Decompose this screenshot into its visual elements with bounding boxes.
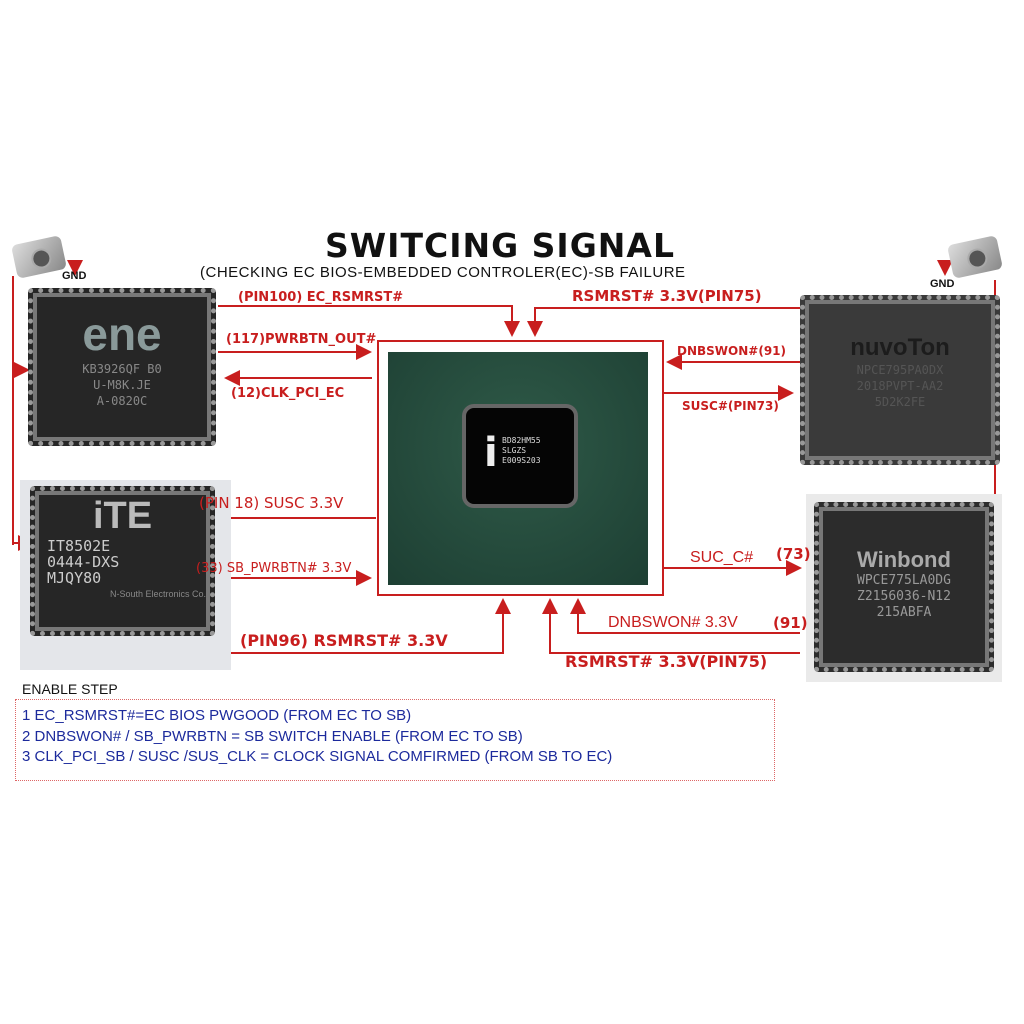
winbond-chip-photo: Winbond WPCE775LA0DG Z2156036-N12 215ABF… [806,494,1002,682]
enable-step-item: 3 CLK_PCI_SB / SUSC /SUS_CLK = CLOCK SIG… [22,748,613,765]
enable-step-box: 1 EC_RSMRST#=EC BIOS PWGOOD (FROM EC TO … [15,699,775,781]
label-dnbswon-bottom-pin: (91) [773,614,808,632]
label-rsmrst-pin75-top: RSMRST# 3.3V(PIN75) [572,287,762,305]
label-clk-pci-ec: (12)CLK_PCI_EC [231,386,345,401]
chip-marking: NPCE795PA0DX [856,363,944,377]
chip-marking: 215ABFA [876,605,932,620]
chip-marking: Z2156036-N12 [857,589,951,604]
chip-marking: BD82HM55 [502,436,541,445]
chip-marking: E009S203 [502,456,541,465]
winbond-logo: Winbond [857,547,951,572]
nuvoton-logo: nuvoTon [850,334,950,361]
ite-chip-photo: iTE IT8502E 0444-DXS MJQY80 N-South Elec… [20,480,231,670]
enable-step-item: 2 DNBSWON# / SB_PWRBTN = SB SWITCH ENABL… [22,728,523,745]
enable-step-item: 1 EC_RSMRST#=EC BIOS PWGOOD (FROM EC TO … [22,707,412,724]
label-dnbswon-91-top: DNBSWON#(91) [677,344,786,358]
chip-marking: 5D2K2FE [874,395,926,409]
label-suc-c-pin: (73) [776,545,811,563]
ene-logo: ene [82,308,162,360]
label-rsmrst-pin96: (PIN96) RSMRST# 3.3V [240,631,448,650]
gnd-label-right: GND [930,278,955,290]
label-rsmrst-pin75-bottom: RSMRST# 3.3V(PIN75) [565,652,768,671]
winbond-chip: Winbond WPCE775LA0DG Z2156036-N12 215ABF… [814,502,994,672]
label-sb-pwrbtn: (33) SB_PWRBTN# 3.3V [196,561,352,576]
ene-chip: ene KB3926QF B0 U-M8K.JE A-0820C [28,288,216,446]
label-ec-rsmrst: (PIN100) EC_RSMRST# [238,290,404,305]
intel-logo: i [484,430,498,476]
southbridge-chip: i BD82HM55 SLGZS E009S203 [388,352,648,585]
chip-marking: WPCE775LA0DG [857,573,951,588]
ite-logo: iTE [92,495,153,537]
southbridge-die: i BD82HM55 SLGZS E009S203 [462,404,578,508]
chip-marking: SLGZS [502,446,527,455]
enable-step-title: ENABLE STEP [22,681,118,697]
nuvoton-chip: nuvoTon NPCE795PA0DX 2018PVPT-AA2 5D2K2F… [800,295,1000,465]
chip-marking: A-0820C [96,394,148,408]
chip-footer: N-South Electronics Co. [109,589,206,599]
label-susc-pin18: (PIN 18) SUSC 3.3V [199,494,344,512]
chip-marking: U-M8K.JE [93,378,151,392]
page-title: SWITCING SIGNAL [325,226,675,265]
label-suc-c: SUC_C# [690,549,754,566]
chip-marking: IT8502E [47,537,111,555]
chip-marking: KB3926QF B0 [82,362,162,376]
label-pwrbtn-out: (117)PWRBTN_OUT# [226,332,377,347]
chip-marking: 0444-DXS [47,553,120,571]
label-susc-pin73: SUSC#(PIN73) [682,399,779,413]
ite-chip: iTE IT8502E 0444-DXS MJQY80 N-South Elec… [30,486,215,636]
page-subtitle: (CHECKING EC BIOS-EMBEDDED CONTROLER(EC)… [200,264,686,281]
chip-marking: MJQY80 [47,569,102,587]
label-dnbswon-bottom: DNBSWON# 3.3V [608,614,738,631]
chip-marking: 2018PVPT-AA2 [856,379,944,393]
gnd-label-left: GND [62,270,87,282]
